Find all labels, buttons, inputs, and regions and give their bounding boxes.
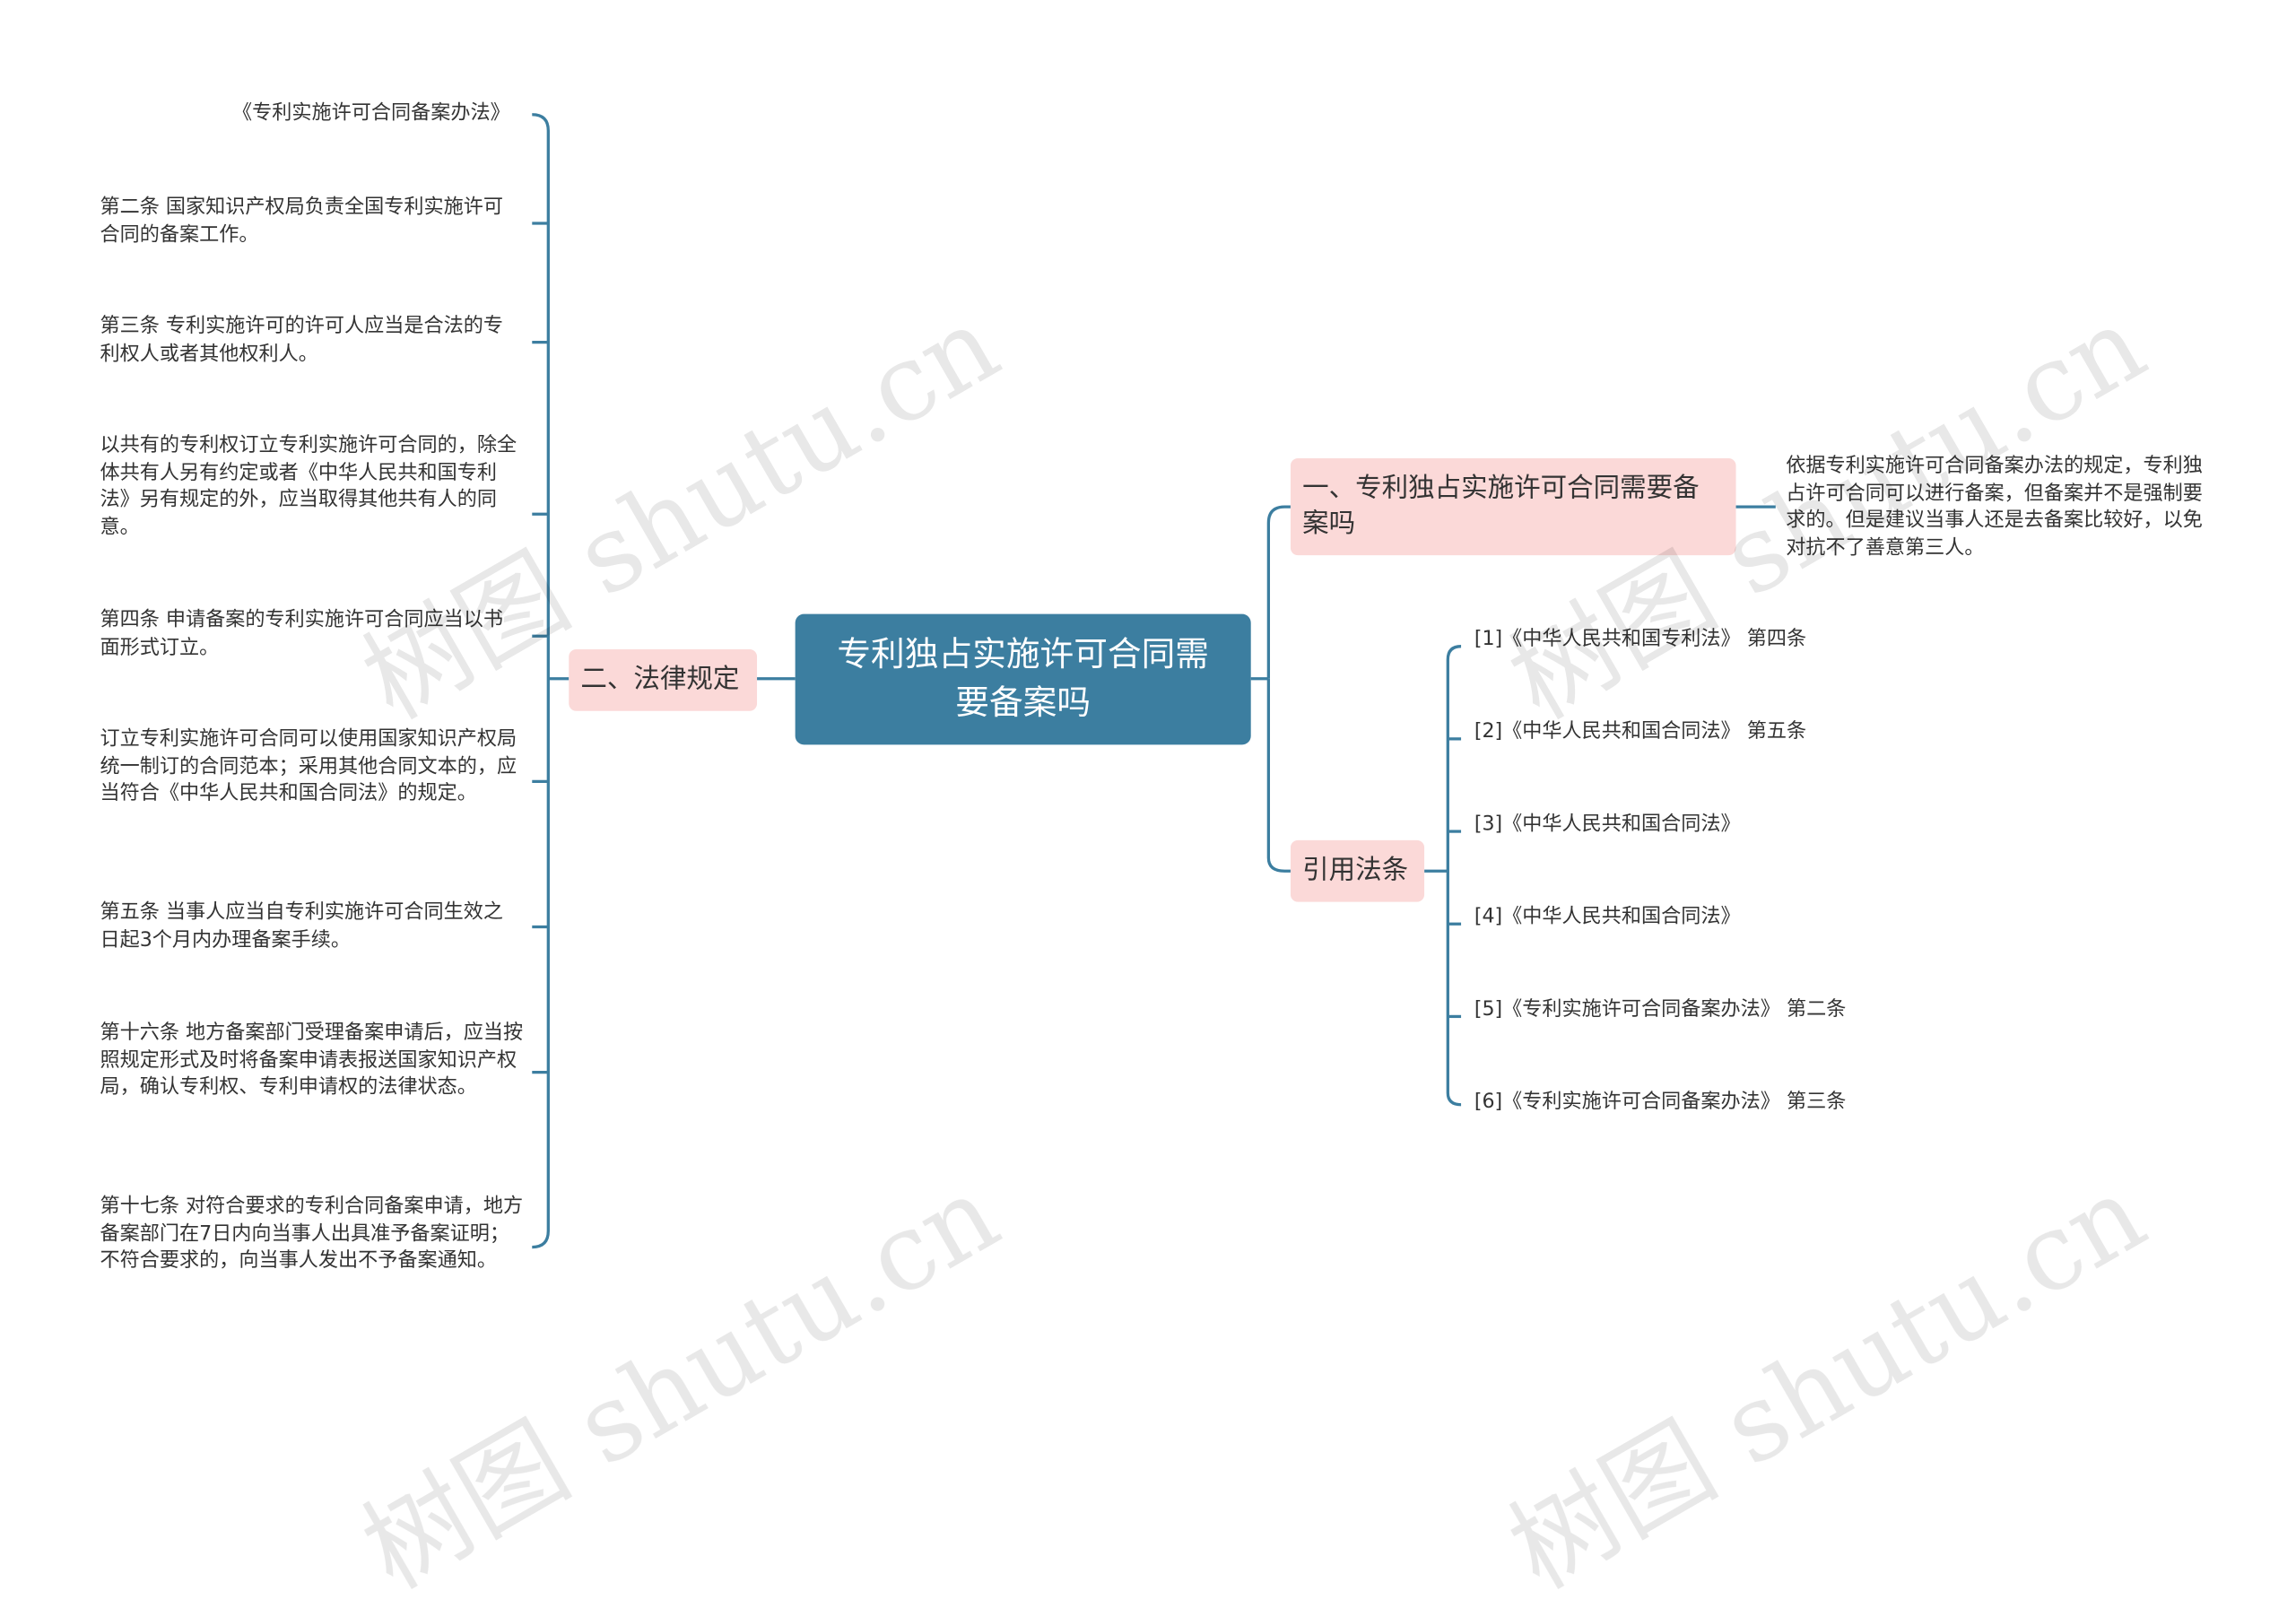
ref-item: [3]《中华人民共和国合同法》	[1474, 812, 1741, 836]
root-node[interactable]: 专利独占实施许可合同需要备案吗	[795, 613, 1251, 745]
law-item: 以共有的专利权订立专利实施许可合同的，除全体共有人另有约定或者《中华人民共和国专…	[100, 433, 517, 539]
law-item: 《专利实施许可合同备案办法》	[231, 101, 510, 126]
law-item: 第十七条 对符合要求的专利合同备案申请，地方备案部门在7日内向当事人出具准予备案…	[100, 1194, 524, 1273]
law-item: 订立专利实施许可合同可以使用国家知识产权局统一制订的合同范本；采用其他合同文本的…	[100, 726, 517, 805]
law-item: 第四条 申请备案的专利实施许可合同应当以书面形式订立。	[100, 608, 503, 659]
law-item: 第十六条 地方备案部门受理备案申请后，应当按照规定形式及时将备案申请表报送国家知…	[100, 1021, 524, 1100]
ref-item: [4]《中华人民共和国合同法》	[1474, 904, 1741, 929]
q1-answer: 依据专利实施许可合同备案办法的规定，专利独占许可合同可以进行备案，但备案并不是强…	[1786, 454, 2203, 560]
branch-refs[interactable]: 引用法条	[1290, 839, 1425, 902]
connector-lines	[532, 113, 1776, 1249]
ref-item: [2]《中华人民共和国合同法》 第五条	[1474, 719, 1807, 743]
mindmap-canvas: 专利独占实施许可合同需要备案吗 一、专利独占实施许可合同需要备案吗 依据专利实施…	[100, 101, 2203, 1613]
ref-item: [5]《专利实施许可合同备案办法》 第二条	[1474, 997, 1847, 1021]
ref-item: [6]《专利实施许可合同备案办法》 第三条	[1474, 1090, 1847, 1114]
law-item: 第二条 国家知识产权局负责全国专利实施许可合同的备案工作。	[100, 195, 503, 247]
branch-q1[interactable]: 一、专利独占实施许可合同需要备案吗	[1290, 458, 1736, 556]
law-item: 第三条 专利实施许可的许可人应当是合法的专利权人或者其他权利人。	[100, 314, 503, 366]
law-item: 第五条 当事人应当自专利实施许可合同生效之日起3个月内办理备案手续。	[100, 900, 503, 952]
branch-law[interactable]: 二、法律规定	[569, 648, 758, 711]
ref-item: [1]《中华人民共和国专利法》 第四条	[1474, 627, 1807, 651]
